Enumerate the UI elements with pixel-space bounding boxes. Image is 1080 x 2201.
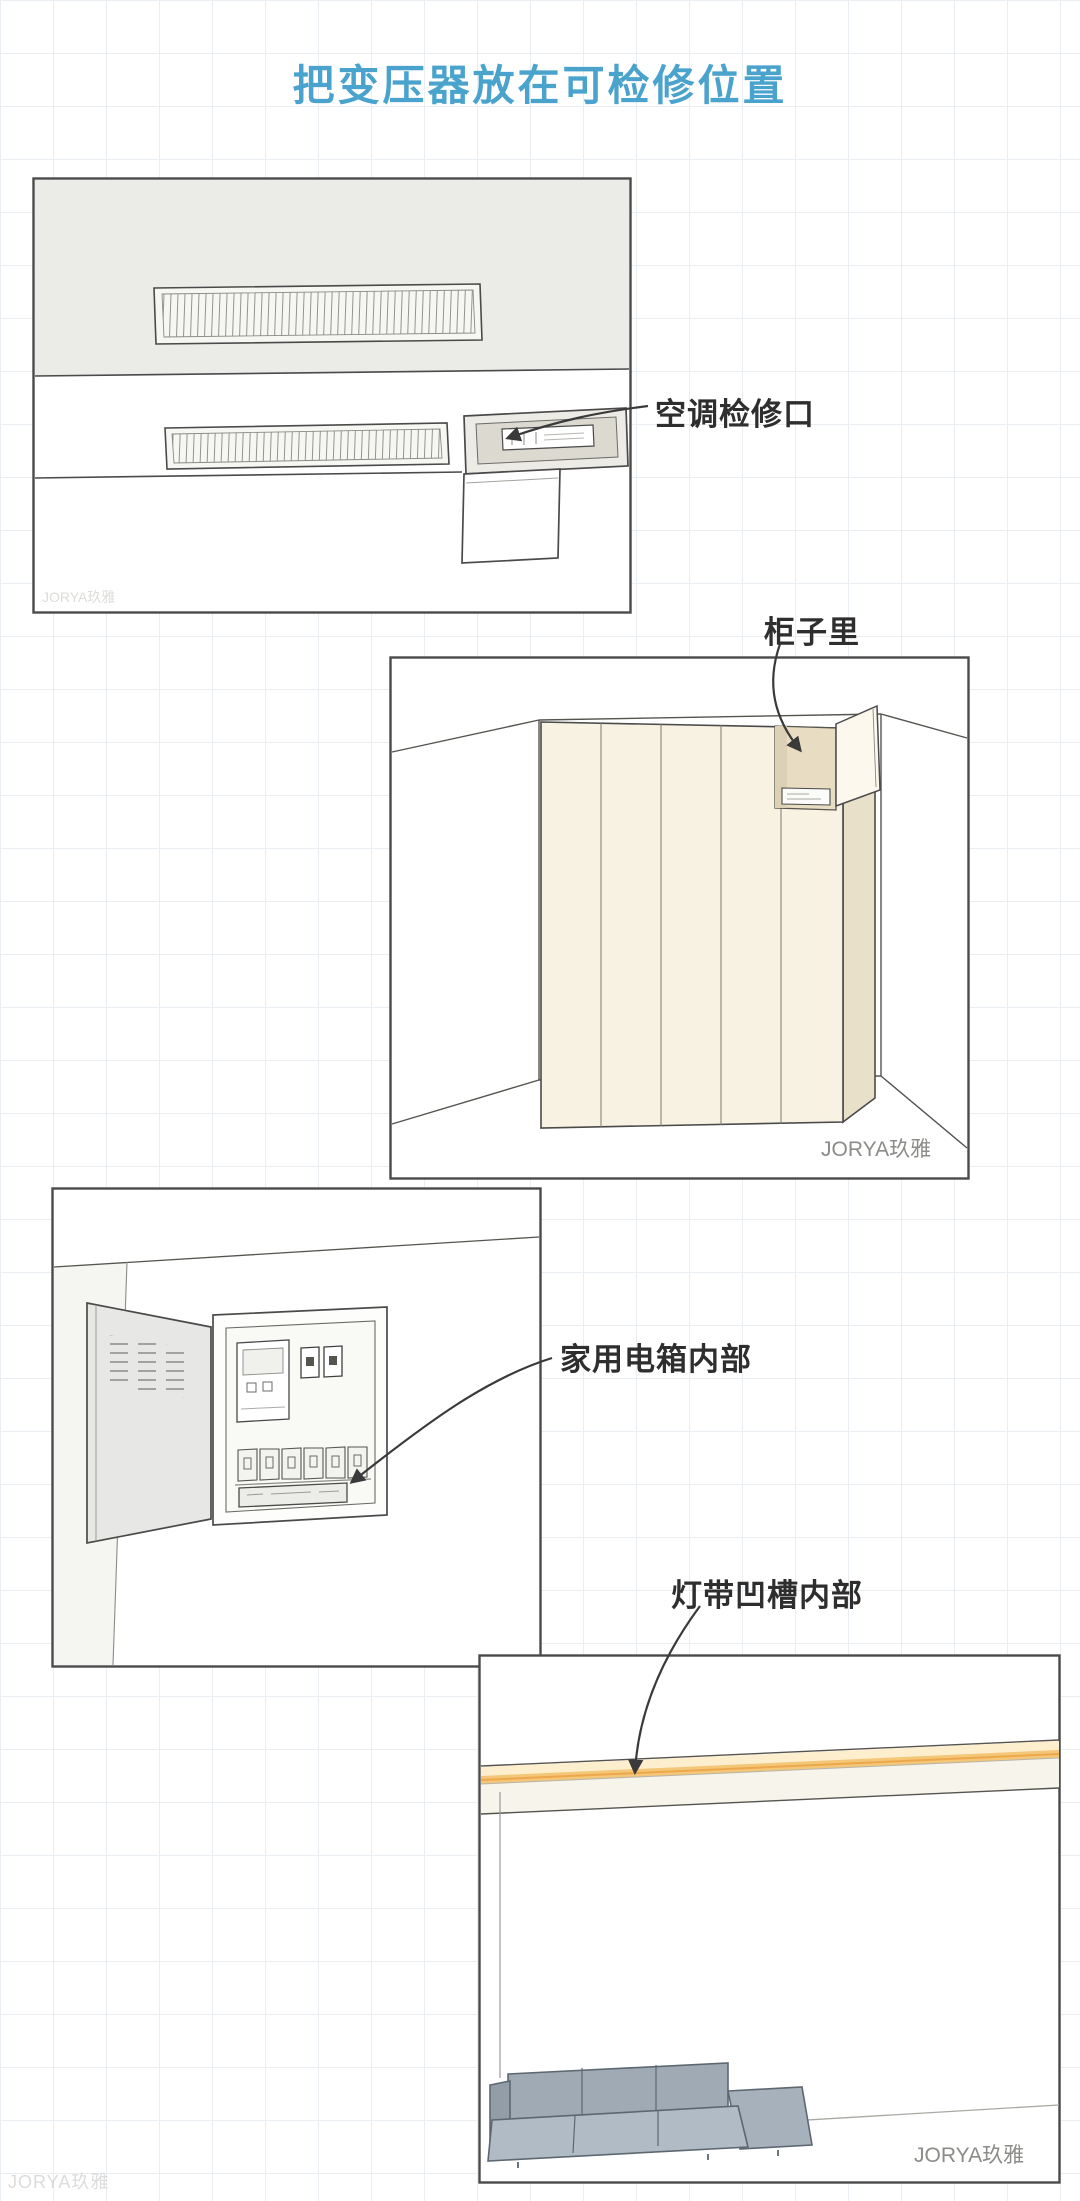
cove-fascia xyxy=(481,1758,1059,1814)
panel-light-cove: JORYA玖雅 xyxy=(478,1654,1061,2184)
watermark-faint-panel1: JORYA玖雅 xyxy=(42,589,115,605)
sofa xyxy=(487,2062,813,2168)
label-cabinet: 柜子里 xyxy=(764,615,860,650)
transformer-device xyxy=(781,787,831,806)
electrical-box xyxy=(212,1306,388,1526)
transformer-device xyxy=(238,1482,348,1508)
linear-diffuser-lower xyxy=(164,422,450,470)
label-electrical-box: 家用电箱内部 xyxy=(560,1342,752,1377)
panel-electrical-box xyxy=(51,1187,542,1668)
ceiling-cove xyxy=(480,1739,1060,1815)
wardrobe xyxy=(540,704,881,1129)
panel-electrical-box-drawing xyxy=(51,1187,542,1668)
box-door-open xyxy=(86,1301,212,1545)
ceiling-bulkhead xyxy=(35,180,629,376)
page-title: 把变压器放在可检修位置 xyxy=(292,62,788,109)
watermark-brand-panel4: JORYA玖雅 xyxy=(914,2144,1024,2167)
panel-cabinet: JORYA玖雅 xyxy=(389,656,970,1180)
transformer-device xyxy=(501,424,595,451)
linear-diffuser-upper xyxy=(153,283,483,345)
hatch-door-open xyxy=(461,468,561,564)
panel-ac-access-drawing: JORYA玖雅 xyxy=(32,177,632,614)
compartment-door-open xyxy=(835,704,881,808)
panel-light-cove-drawing: JORYA玖雅 xyxy=(478,1654,1061,2184)
panel-cabinet-drawing: JORYA玖雅 xyxy=(389,656,970,1180)
door-vent-slits xyxy=(109,1335,193,1399)
watermark-faint-bottom: JORYA玖雅 xyxy=(8,2172,110,2192)
label-light-cove: 灯带凹槽内部 xyxy=(671,1578,863,1613)
main-breaker-unit xyxy=(236,1339,290,1423)
label-ac-access: 空调检修口 xyxy=(655,397,815,432)
small-breakers xyxy=(300,1345,343,1379)
panel-ac-access: JORYA玖雅 xyxy=(32,177,632,614)
watermark-brand-panel2: JORYA玖雅 xyxy=(821,1138,931,1161)
